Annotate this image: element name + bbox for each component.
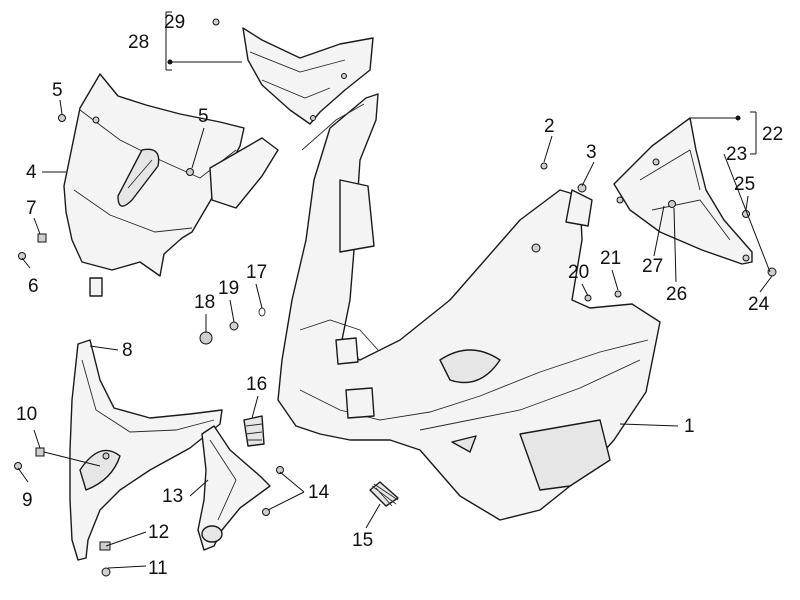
callout-22: 22: [762, 124, 783, 145]
callout-20: 20: [568, 262, 589, 283]
callout-5b: 5: [198, 106, 209, 127]
callout-5a: 5: [52, 80, 63, 101]
callout-23: 23: [726, 144, 747, 165]
callout-19: 19: [218, 278, 239, 299]
callout-25: 25: [734, 174, 755, 195]
callout-7: 7: [26, 198, 37, 219]
callout-21: 21: [600, 248, 621, 269]
part-lower-panel-8: [69, 339, 223, 561]
callout-13: 13: [162, 486, 183, 507]
callout-17: 17: [246, 262, 267, 283]
callout-9: 9: [22, 490, 33, 511]
callout-11: 11: [148, 558, 168, 579]
callout-1: 1: [684, 416, 695, 437]
callout-3: 3: [586, 142, 597, 163]
callout-12: 12: [148, 522, 169, 543]
callout-26: 26: [666, 284, 687, 305]
callout-18: 18: [194, 292, 215, 313]
callout-24: 24: [748, 294, 770, 315]
callout-8: 8: [122, 340, 133, 361]
part-upper-panel: [242, 27, 374, 125]
leader-lines: [17, 11, 773, 569]
callout-27: 27: [642, 256, 663, 277]
part-grille-15: [369, 481, 399, 507]
callout-28: 28: [128, 32, 149, 53]
callout-4: 4: [26, 162, 37, 183]
callout-29: 29: [164, 12, 185, 33]
callout-16: 16: [246, 374, 267, 395]
callout-2: 2: [544, 116, 555, 137]
callout-labels: 1 2 3 4 5 5 6 7 8 9 10 11 12 13 14 15 16…: [16, 12, 783, 579]
part-leg-shield-1: [277, 93, 661, 521]
part-front-shield-4: [63, 73, 279, 297]
callout-6: 6: [28, 276, 39, 297]
callout-14: 14: [308, 482, 330, 503]
part-side-panel-22: [613, 117, 753, 265]
hardware: [14, 18, 777, 577]
callout-15: 15: [352, 530, 373, 551]
callout-10: 10: [16, 404, 37, 425]
part-grille-16: [243, 415, 265, 447]
part-bracket-13: [197, 425, 271, 551]
